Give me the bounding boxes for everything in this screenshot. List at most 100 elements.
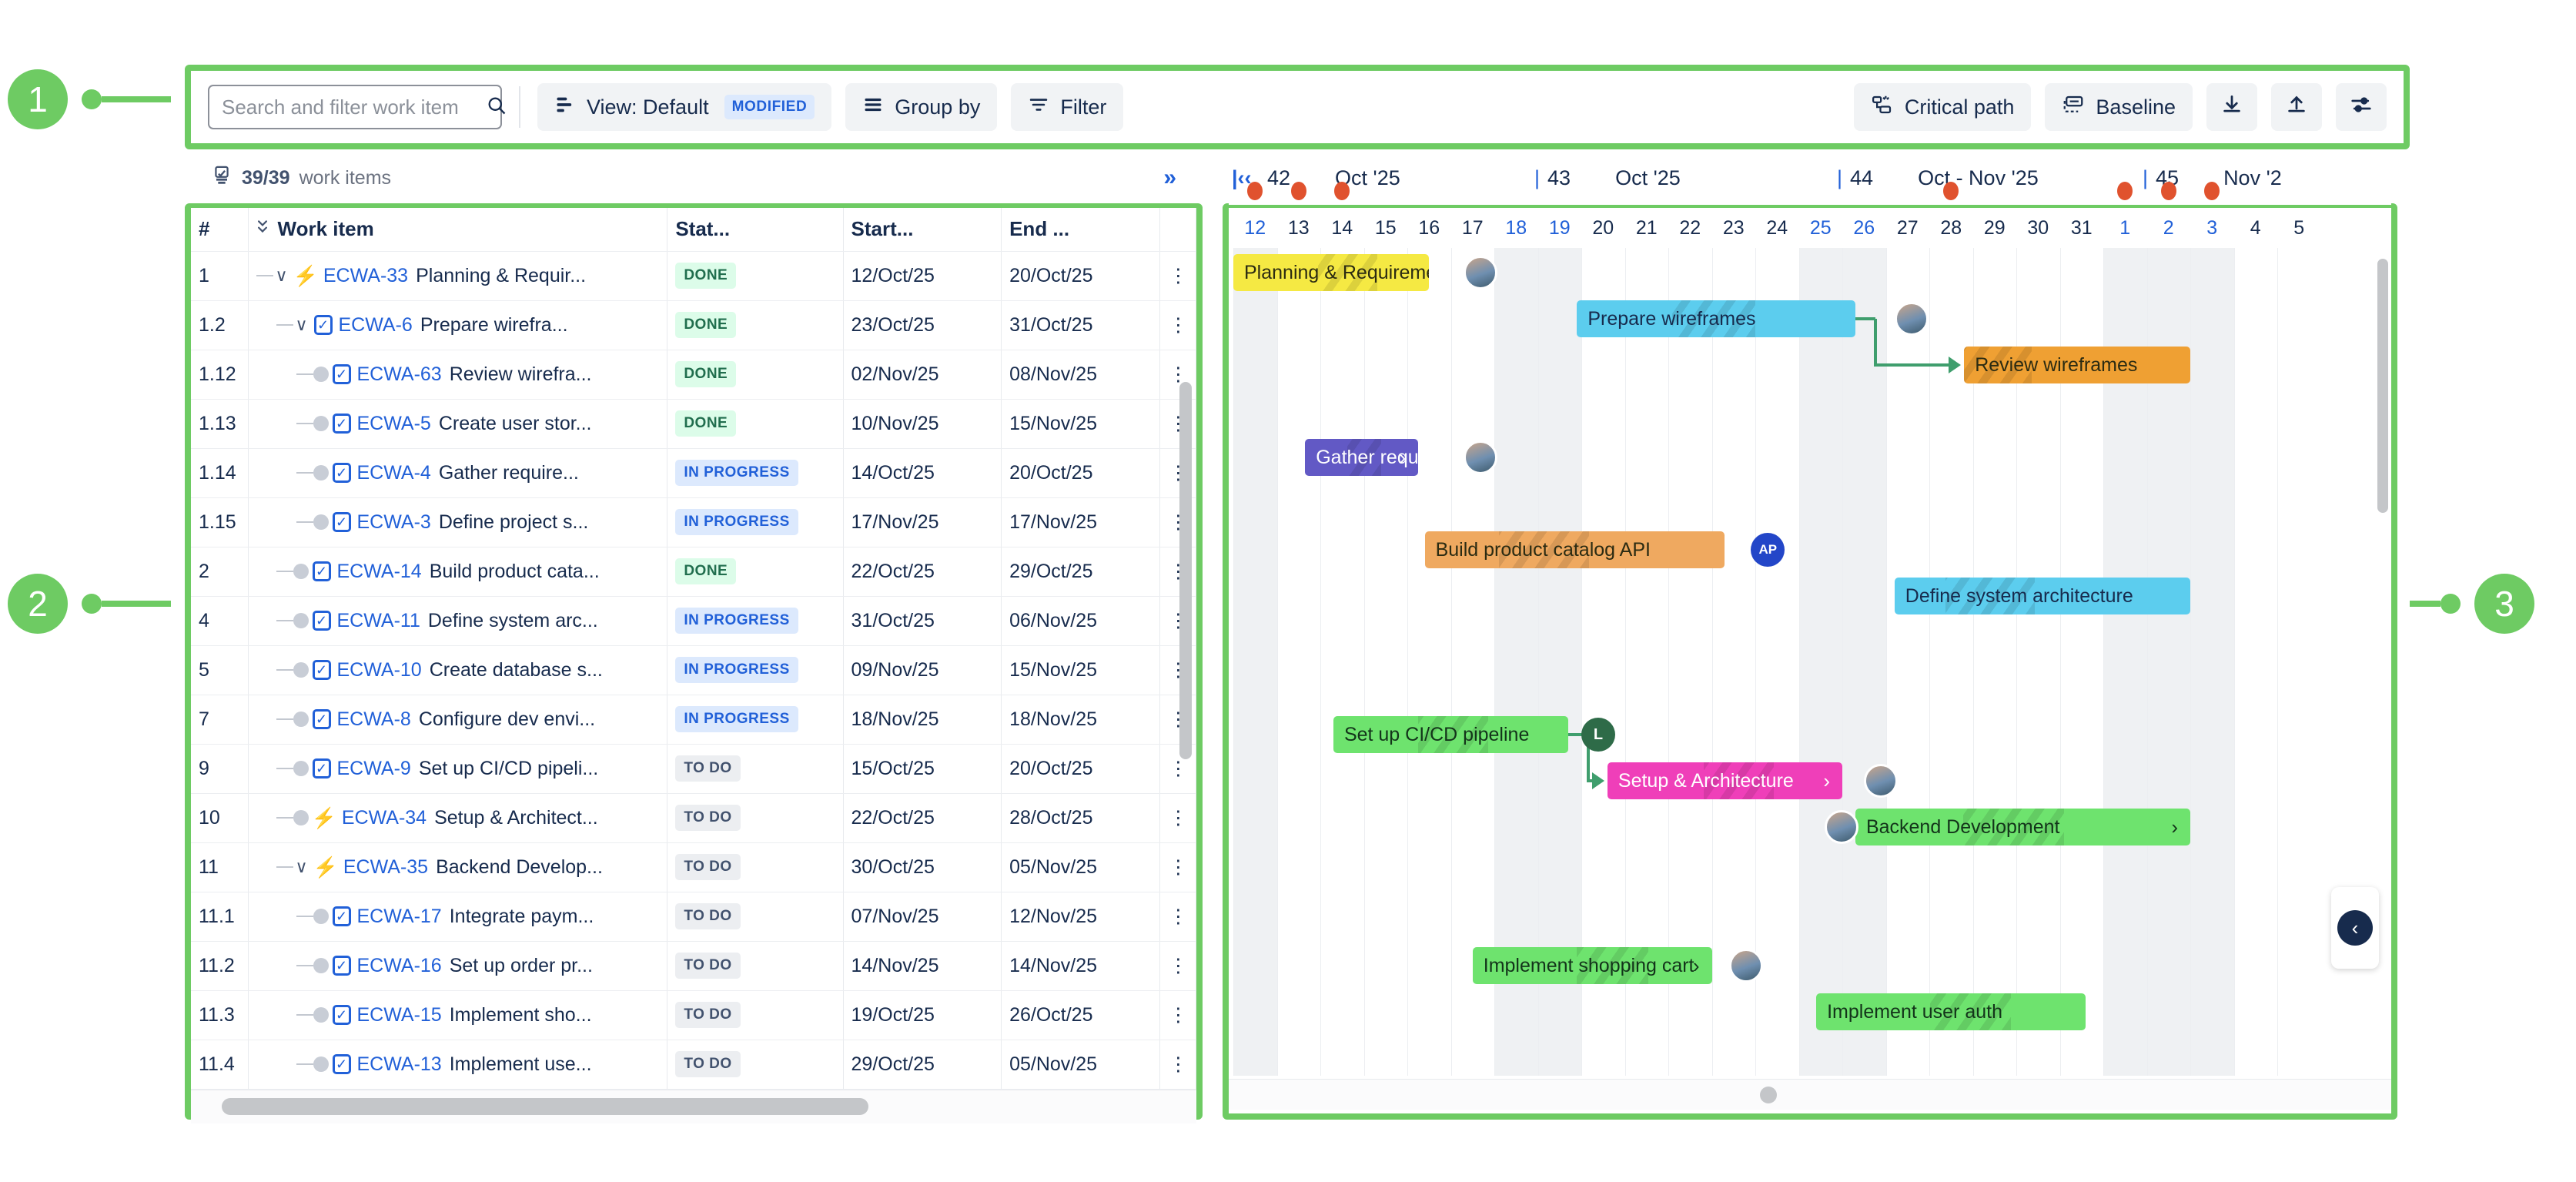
gantt-bar[interactable]: Implement shopping cart› [1472, 947, 1712, 984]
row-status-cell[interactable]: DONE [667, 350, 844, 400]
row-start-date[interactable]: 18/Nov/25 [843, 695, 1002, 745]
work-item-key-link[interactable]: ECWA-6 [338, 313, 413, 336]
gantt-bar[interactable]: Prepare wireframes [1577, 300, 1855, 337]
row-actions-menu-icon[interactable]: ⋮ [1159, 941, 1197, 991]
work-item-key-link[interactable]: ECWA-16 [356, 954, 442, 976]
row-actions-menu-icon[interactable]: ⋮ [1159, 251, 1197, 301]
assignee-avatar[interactable] [1464, 256, 1498, 290]
row-status-cell[interactable]: TO DO [667, 793, 844, 843]
row-status-cell[interactable]: IN PROGRESS [667, 645, 844, 695]
row-actions-menu-icon[interactable]: ⋮ [1159, 350, 1197, 400]
table-scroll-thumb[interactable] [222, 1098, 868, 1115]
row-start-date[interactable]: 14/Nov/25 [843, 941, 1002, 991]
row-end-date[interactable]: 06/Nov/25 [1001, 596, 1160, 646]
column-header-work-item[interactable]: Work item [248, 205, 668, 252]
row-start-date[interactable]: 02/Nov/25 [843, 350, 1002, 400]
row-end-date[interactable]: 15/Nov/25 [1001, 399, 1160, 449]
dependency-link-badge[interactable]: L [1581, 718, 1615, 752]
row-end-date[interactable]: 29/Oct/25 [1001, 547, 1160, 597]
row-end-date[interactable]: 20/Oct/25 [1001, 251, 1160, 301]
table-horizontal-scrollbar[interactable] [191, 1089, 1196, 1123]
gantt-bar[interactable]: Define system architecture [1894, 578, 2190, 614]
row-start-date[interactable]: 31/Oct/25 [843, 596, 1002, 646]
gantt-bar[interactable]: Gather requirements› [1305, 439, 1419, 476]
search-input[interactable] [222, 95, 480, 119]
row-status-cell[interactable]: TO DO [667, 990, 844, 1040]
gantt-bar[interactable]: Build product catalog API [1424, 531, 1725, 568]
work-item-key-link[interactable]: ECWA-3 [356, 511, 431, 533]
gantt-bar[interactable]: Backend Development› [1855, 809, 2190, 845]
work-item-key-link[interactable]: ECWA-9 [336, 757, 411, 779]
assignee-avatar[interactable] [1464, 440, 1498, 474]
row-start-date[interactable]: 07/Nov/25 [843, 892, 1002, 942]
work-item-key-link[interactable]: ECWA-14 [336, 560, 422, 582]
download-button[interactable] [2206, 83, 2257, 131]
row-status-cell[interactable]: TO DO [667, 1040, 844, 1090]
assignee-avatar[interactable] [1864, 764, 1899, 798]
row-status-cell[interactable]: TO DO [667, 842, 844, 892]
gantt-bar[interactable]: Planning & Requirements [1233, 254, 1430, 291]
expand-collapse-chevron-icon[interactable]: ∨ [295, 315, 308, 334]
row-end-date[interactable]: 17/Nov/25 [1001, 497, 1160, 547]
settings-button[interactable] [2336, 83, 2387, 131]
gantt-bar-expand-icon[interactable]: › [1692, 953, 1700, 977]
work-item-key-link[interactable]: ECWA-34 [341, 806, 427, 829]
work-item-key-link[interactable]: ECWA-33 [323, 264, 409, 286]
assignee-avatar[interactable] [1825, 810, 1859, 844]
row-status-cell[interactable]: DONE [667, 547, 844, 597]
baseline-button[interactable]: Baseline [2045, 83, 2193, 131]
table-vertical-scrollbar[interactable] [1179, 382, 1192, 759]
expand-collapse-chevron-icon[interactable]: ∨ [275, 266, 288, 285]
work-item-key-link[interactable]: ECWA-4 [356, 461, 431, 484]
gantt-scroll-left-button[interactable]: ‹ [2331, 887, 2379, 969]
row-start-date[interactable]: 30/Oct/25 [843, 842, 1002, 892]
row-start-date[interactable]: 14/Oct/25 [843, 448, 1002, 498]
group-by-button[interactable]: Group by [845, 83, 998, 131]
gantt-body[interactable]: ‹ Planning & RequirementsPrepare wirefra… [1229, 248, 2391, 1076]
row-start-date[interactable]: 22/Oct/25 [843, 547, 1002, 597]
row-end-date[interactable]: 26/Oct/25 [1001, 990, 1160, 1040]
row-start-date[interactable]: 09/Nov/25 [843, 645, 1002, 695]
gantt-bar-expand-icon[interactable]: › [1399, 445, 1407, 469]
row-end-date[interactable]: 05/Nov/25 [1001, 1040, 1160, 1090]
gantt-bar[interactable]: Setup & Architecture› [1607, 762, 1842, 799]
row-start-date[interactable]: 23/Oct/25 [843, 300, 1002, 350]
gantt-bar[interactable]: Set up CI/CD pipeline [1333, 716, 1569, 753]
row-status-cell[interactable]: IN PROGRESS [667, 497, 844, 547]
row-status-cell[interactable]: IN PROGRESS [667, 596, 844, 646]
assignee-avatar[interactable] [1729, 949, 1764, 983]
gantt-bar-expand-icon[interactable]: › [2171, 815, 2178, 839]
row-end-date[interactable]: 05/Nov/25 [1001, 842, 1160, 892]
row-status-cell[interactable]: DONE [667, 300, 844, 350]
row-start-date[interactable]: 12/Oct/25 [843, 251, 1002, 301]
row-end-date[interactable]: 31/Oct/25 [1001, 300, 1160, 350]
row-end-date[interactable]: 12/Nov/25 [1001, 892, 1160, 942]
row-status-cell[interactable]: DONE [667, 399, 844, 449]
row-actions-menu-icon[interactable]: ⋮ [1159, 793, 1197, 843]
row-start-date[interactable]: 19/Oct/25 [843, 990, 1002, 1040]
gantt-scroll-thumb[interactable] [1760, 1087, 1777, 1103]
row-status-cell[interactable]: IN PROGRESS [667, 695, 844, 745]
row-end-date[interactable]: 14/Nov/25 [1001, 941, 1160, 991]
row-start-date[interactable]: 22/Oct/25 [843, 793, 1002, 843]
upload-button[interactable] [2271, 83, 2322, 131]
work-item-key-link[interactable]: ECWA-35 [343, 856, 429, 878]
row-actions-menu-icon[interactable]: ⋮ [1159, 842, 1197, 892]
